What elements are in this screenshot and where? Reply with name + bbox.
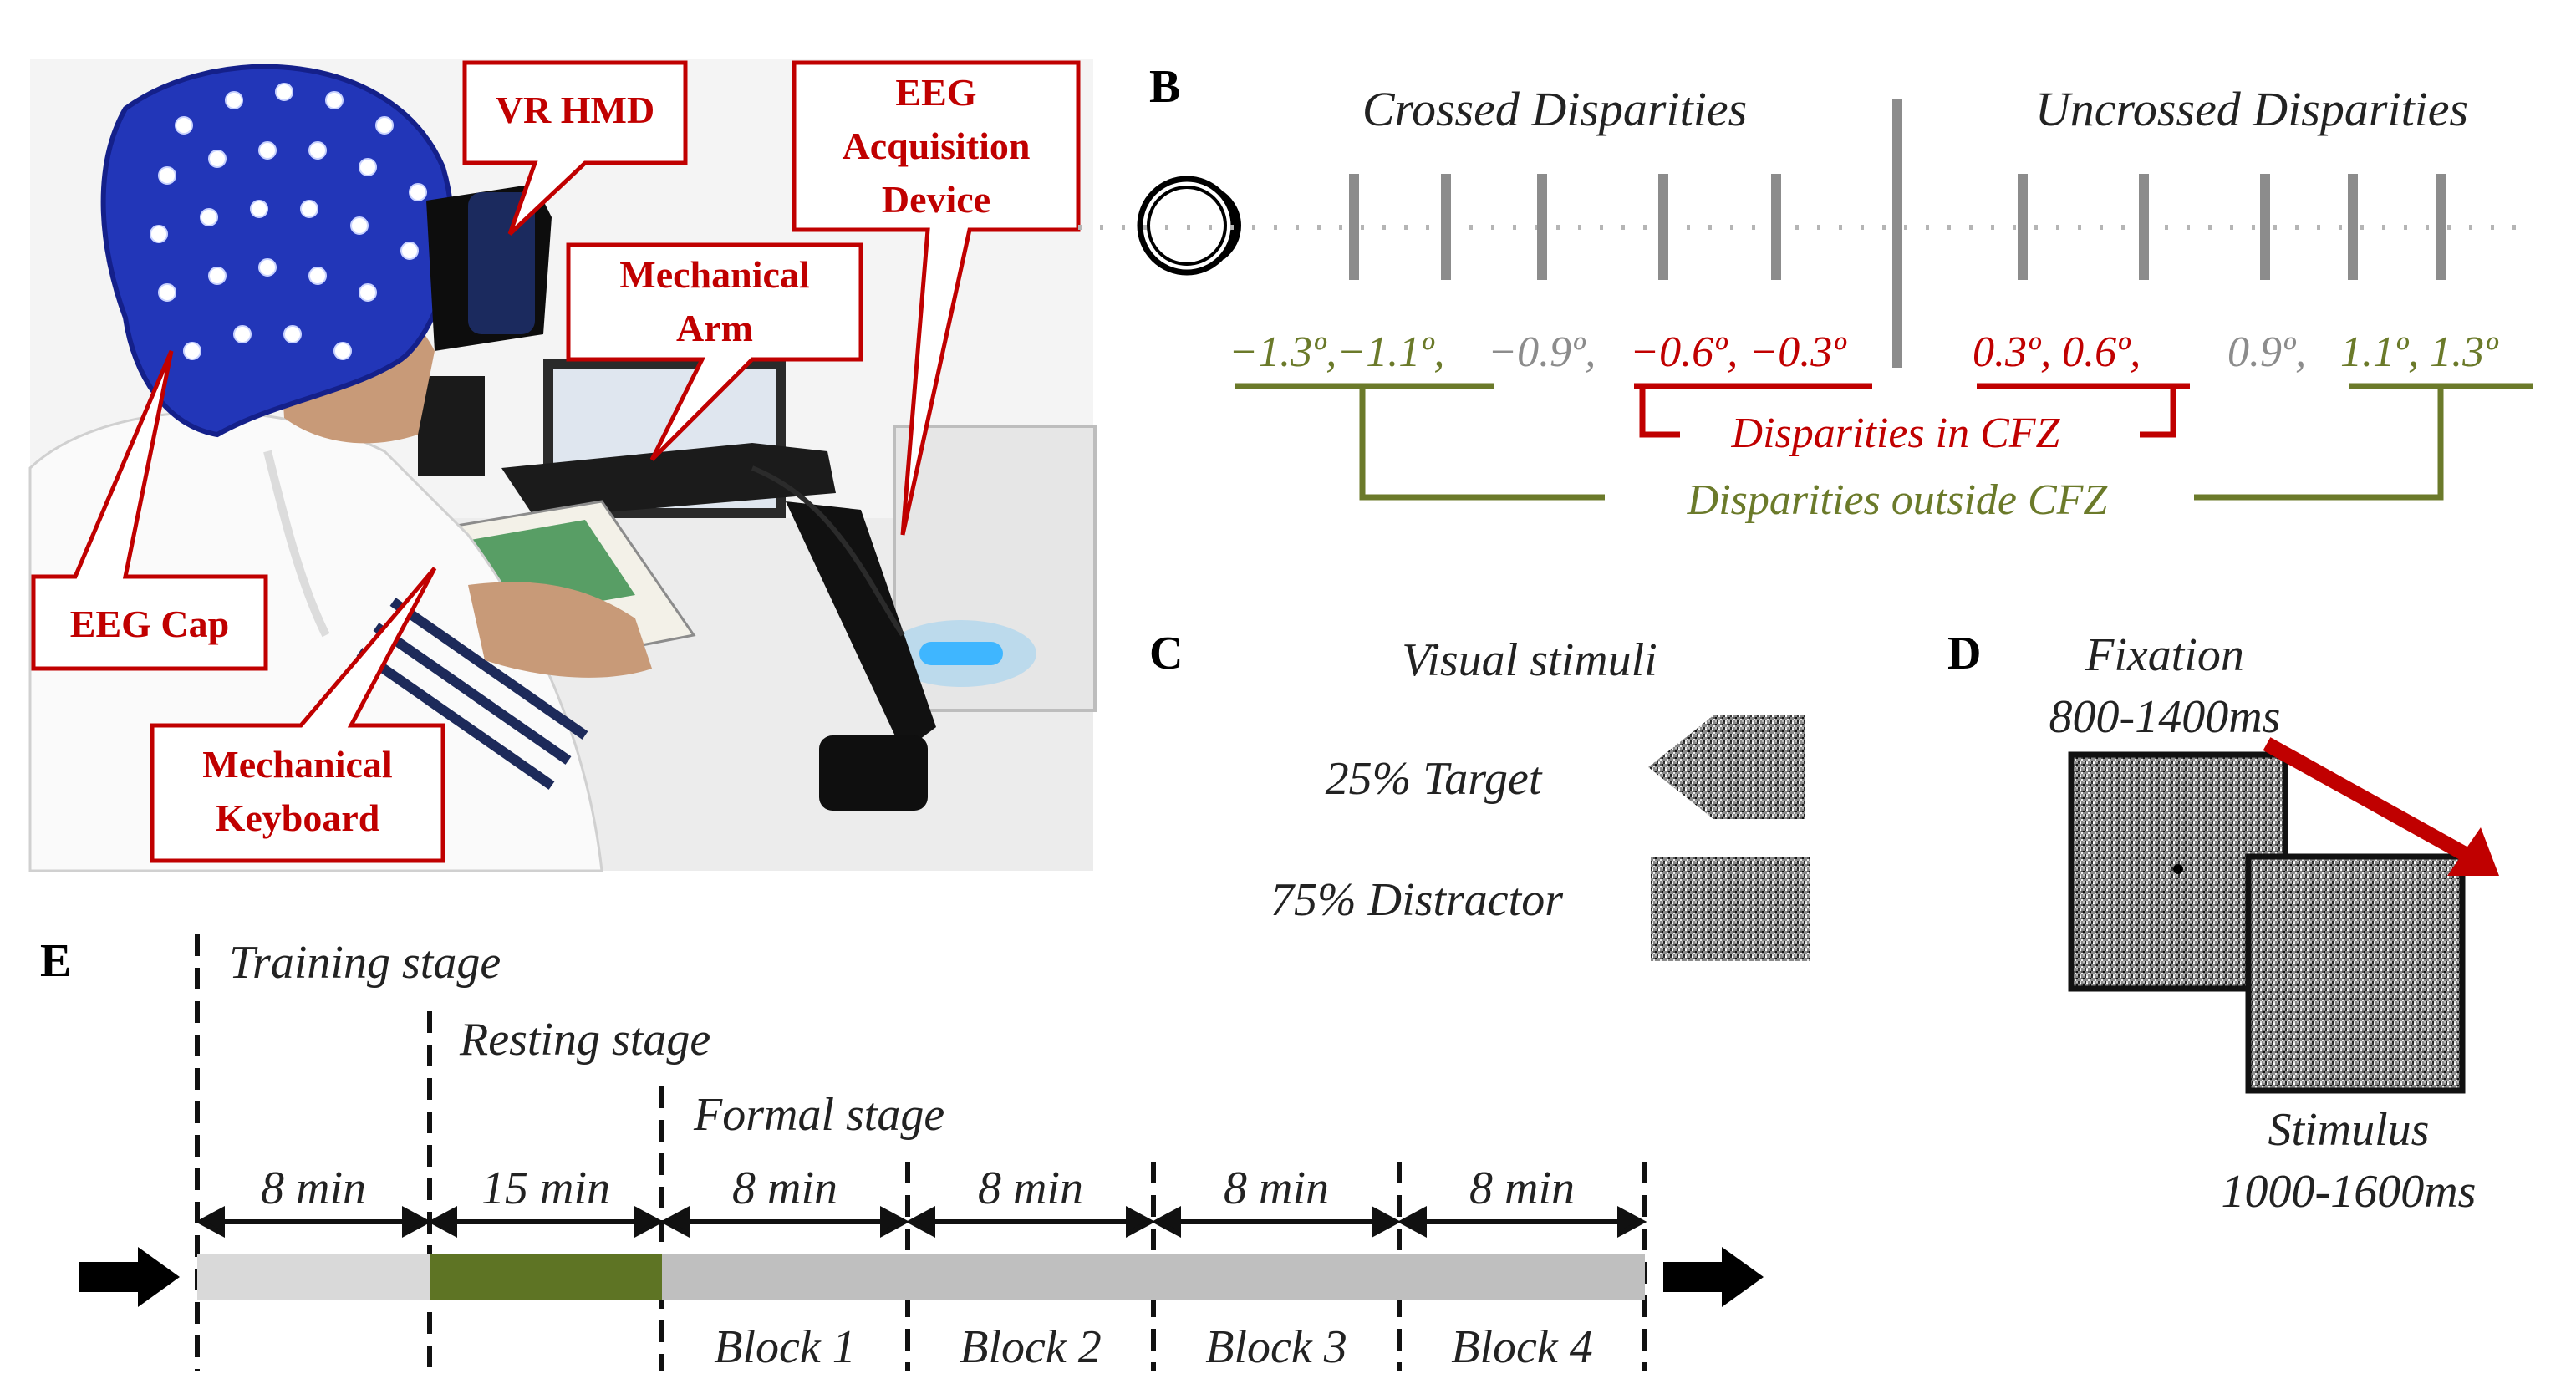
- value-gray-right: 0.9º,: [2227, 328, 2306, 376]
- time-arrow: [2263, 737, 2499, 876]
- duration-block-4: 8 min: [1469, 1162, 1575, 1214]
- block-3-label: Block 3: [1205, 1321, 1347, 1373]
- duration-resting: 15 min: [481, 1162, 610, 1214]
- value-red-right: 0.3º, 0.6º,: [1973, 328, 2141, 376]
- callout-mechanical-arm-line2: Arm: [676, 307, 753, 349]
- target-stimulus: [1648, 715, 1805, 819]
- formal-stage-label: Formal stage: [693, 1089, 944, 1141]
- fixation-label: Fixation: [2085, 629, 2244, 681]
- block-4-label: Block 4: [1451, 1321, 1592, 1373]
- callout-eeg-device-line2: Acquisition: [843, 125, 1031, 167]
- callout-eeg-device: EEG Acquisition Device: [792, 60, 1081, 536]
- callout-vr-hmd-text: VR HMD: [496, 89, 654, 131]
- duration-block-2: 8 min: [978, 1162, 1083, 1214]
- uncrossed-disparities-heading: Uncrossed Disparities: [2035, 82, 2468, 136]
- visual-stimuli-title: Visual stimuli: [1402, 634, 1657, 686]
- block-2-label: Block 2: [960, 1321, 1101, 1373]
- panel-e-label: E: [40, 935, 71, 987]
- distractor-label: 75% Distractor: [1270, 874, 1563, 926]
- timeline-end-arrow: [1663, 1247, 1764, 1307]
- block-1-label: Block 1: [714, 1321, 855, 1373]
- eeg-electrodes: [150, 83, 427, 360]
- panel-b: B Crossed Disparities Uncrossed Disparit…: [1078, 61, 2533, 524]
- resting-segment: [430, 1254, 662, 1300]
- panel-a: A: [28, 59, 1097, 872]
- callout-mechanical-arm: Mechanical Arm: [566, 242, 863, 461]
- label-in-cfz: Disparities in CFZ: [1731, 410, 2061, 457]
- distractor-stimulus: [1651, 857, 1810, 961]
- callout-mechanical-arm-line1: Mechanical: [619, 253, 809, 296]
- training-stage-label: Training stage: [229, 937, 501, 989]
- disparity-planes: [1349, 174, 2446, 280]
- stimulus-label: Stimulus: [2268, 1104, 2430, 1156]
- duration-training: 8 min: [261, 1162, 366, 1214]
- value-red-left: −0.6º, −0.3º: [1630, 328, 1847, 376]
- fixation-dot: [2173, 864, 2183, 874]
- timeline-start-arrow: [79, 1247, 180, 1307]
- duration-block-3: 8 min: [1224, 1162, 1329, 1214]
- callout-eeg-cap: EEG Cap: [31, 350, 268, 671]
- mechanical-arm: [501, 443, 836, 518]
- formal-segment: [662, 1254, 1645, 1300]
- panel-e: E Training stage Resting stage Formal st…: [40, 934, 1764, 1373]
- label-outside-cfz: Disparities outside CFZ: [1687, 476, 2109, 524]
- callout-mechanical-keyboard-line2: Keyboard: [216, 796, 380, 839]
- callout-vr-hmd: VR HMD: [462, 60, 688, 236]
- bracket-outside-cfz: [1235, 383, 2533, 501]
- callout-eeg-device-line1: EEG: [895, 71, 976, 114]
- training-segment: [197, 1254, 430, 1300]
- callout-eeg-device-line3: Device: [882, 178, 990, 221]
- value-green-right: 1.1º, 1.3º: [2340, 328, 2499, 376]
- fixation-time: 800-1400ms: [2049, 691, 2281, 743]
- stage-boundaries: [195, 934, 1647, 1371]
- panel-d-label: D: [1947, 628, 1981, 679]
- callout-eeg-cap-text: EEG Cap: [70, 603, 229, 645]
- panel-c: C Visual stimuli 25% Target 75% Distract…: [1149, 628, 1810, 961]
- duration-arrows: [195, 1205, 1647, 1239]
- panel-c-label: C: [1149, 628, 1183, 679]
- bracket-in-cfz: [1634, 383, 2190, 438]
- callout-mechanical-keyboard: Mechanical Keyboard: [150, 567, 445, 863]
- stimulus-frame: [2245, 853, 2466, 1094]
- panel-b-label: B: [1149, 61, 1180, 113]
- resting-stage-label: Resting stage: [459, 1014, 710, 1066]
- crossed-disparities-heading: Crossed Disparities: [1362, 82, 1747, 136]
- value-green-left: −1.3º,−1.1º,: [1229, 328, 1444, 376]
- value-gray-left: −0.9º,: [1488, 328, 1596, 376]
- target-label: 25% Target: [1326, 753, 1543, 805]
- stimulus-time: 1000-1600ms: [2222, 1166, 2477, 1218]
- panel-d: D Fixation 800-1400ms Stimulus 1000-1600…: [1947, 628, 2499, 1218]
- timeline-bar: [197, 1254, 1645, 1300]
- duration-block-1: 8 min: [732, 1162, 837, 1214]
- callout-mechanical-keyboard-line1: Mechanical: [202, 743, 392, 786]
